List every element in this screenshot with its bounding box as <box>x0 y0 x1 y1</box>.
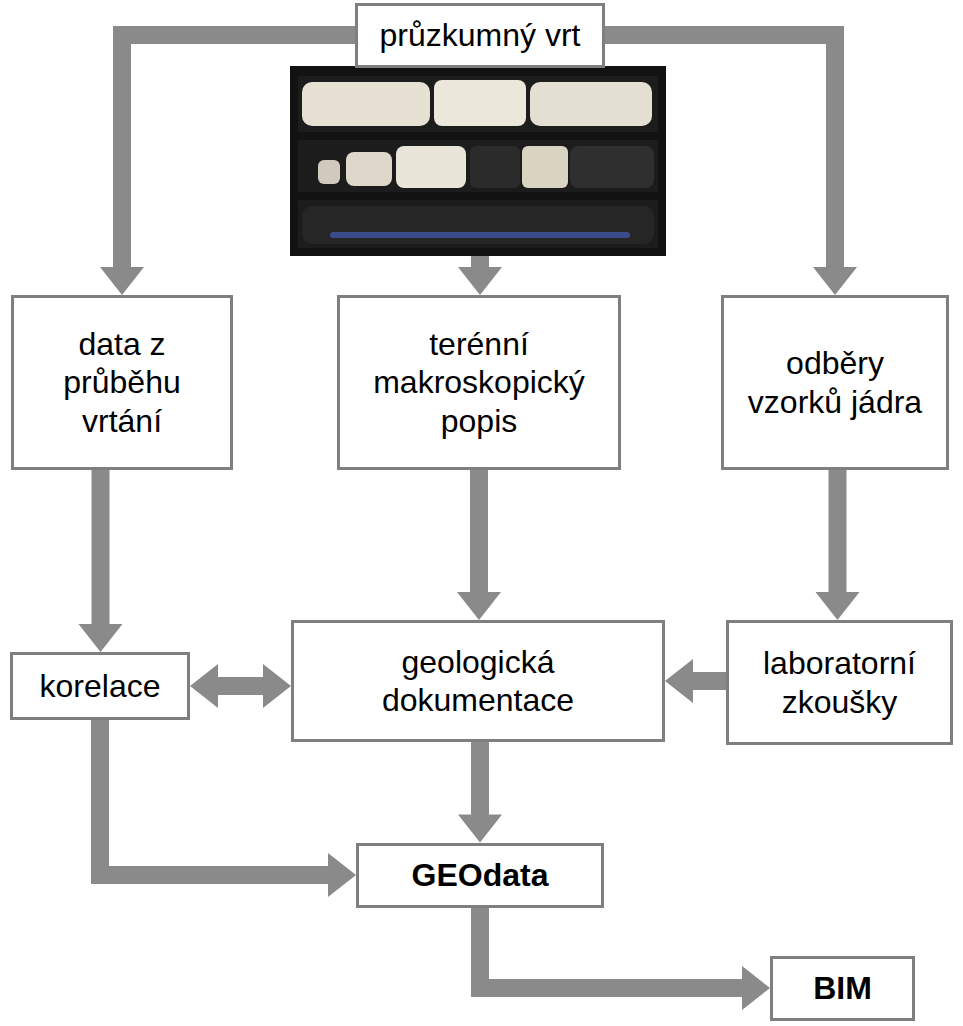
box-label: laboratorní zkoušky <box>747 644 932 721</box>
box-label: data z průběhu vrtání <box>32 325 212 440</box>
arrow-shaft <box>829 470 847 594</box>
arrow-head <box>665 659 693 703</box>
arrow-head <box>190 664 218 708</box>
core-box <box>290 66 666 256</box>
box-label: BIM <box>813 969 872 1007</box>
process-box: odběry vzorků jádra <box>721 295 949 470</box>
box-label: geologická dokumentace <box>312 643 644 720</box>
box-label: korelace <box>40 667 161 705</box>
core-piece <box>302 206 654 244</box>
core-piece <box>396 146 466 188</box>
process-box: korelace <box>10 652 190 720</box>
core-piece <box>470 146 520 188</box>
arrow-head <box>328 853 356 897</box>
core-piece <box>570 146 654 188</box>
flow-arrow <box>79 470 123 652</box>
box-label: GEOdata <box>412 856 549 894</box>
process-box: terénní makroskopický popis <box>337 295 621 470</box>
core-highlight <box>330 232 630 238</box>
arrow-shaft <box>92 470 110 626</box>
core-tray <box>298 200 658 248</box>
process-box: geologická dokumentace <box>291 620 665 742</box>
flow-arrow <box>665 659 726 703</box>
arrow-head <box>457 592 501 620</box>
arrow-shaft <box>216 677 265 695</box>
process-box: GEOdata <box>356 843 604 908</box>
flow-arrow <box>480 908 770 1011</box>
arrow-head <box>263 664 291 708</box>
box-label: terénní makroskopický popis <box>358 325 600 440</box>
arrow-head <box>458 815 502 843</box>
core-tray <box>298 76 658 132</box>
flow-arrow <box>100 720 356 897</box>
flow-arrow <box>458 742 502 843</box>
process-box: BIM <box>770 956 915 1021</box>
arrow-head <box>458 267 502 295</box>
arrow-shaft <box>100 720 330 875</box>
box-label: průzkumný vrt <box>380 16 581 54</box>
process-box: data z průběhu vrtání <box>11 295 233 470</box>
flow-arrow <box>190 664 291 708</box>
core-piece <box>530 82 652 126</box>
arrow-head <box>742 966 770 1010</box>
arrow-shaft <box>480 908 744 989</box>
arrow-head <box>816 592 860 620</box>
core-piece <box>302 82 430 126</box>
arrow-head <box>100 267 144 295</box>
arrow-shaft <box>691 672 726 690</box>
core-piece <box>346 152 392 186</box>
arrow-head <box>79 624 123 652</box>
arrow-head <box>813 267 857 295</box>
flow-arrow <box>816 470 860 620</box>
arrow-shaft <box>470 470 488 594</box>
core-piece <box>522 146 568 188</box>
core-piece <box>318 160 340 184</box>
process-box: laboratorní zkoušky <box>726 620 953 745</box>
flow-arrow <box>457 470 501 620</box>
box-label: odběry vzorků jádra <box>742 344 928 421</box>
arrow-shaft <box>471 742 489 817</box>
core-piece <box>434 80 526 126</box>
process-box: průzkumný vrt <box>355 3 605 68</box>
core-tray <box>298 140 658 192</box>
